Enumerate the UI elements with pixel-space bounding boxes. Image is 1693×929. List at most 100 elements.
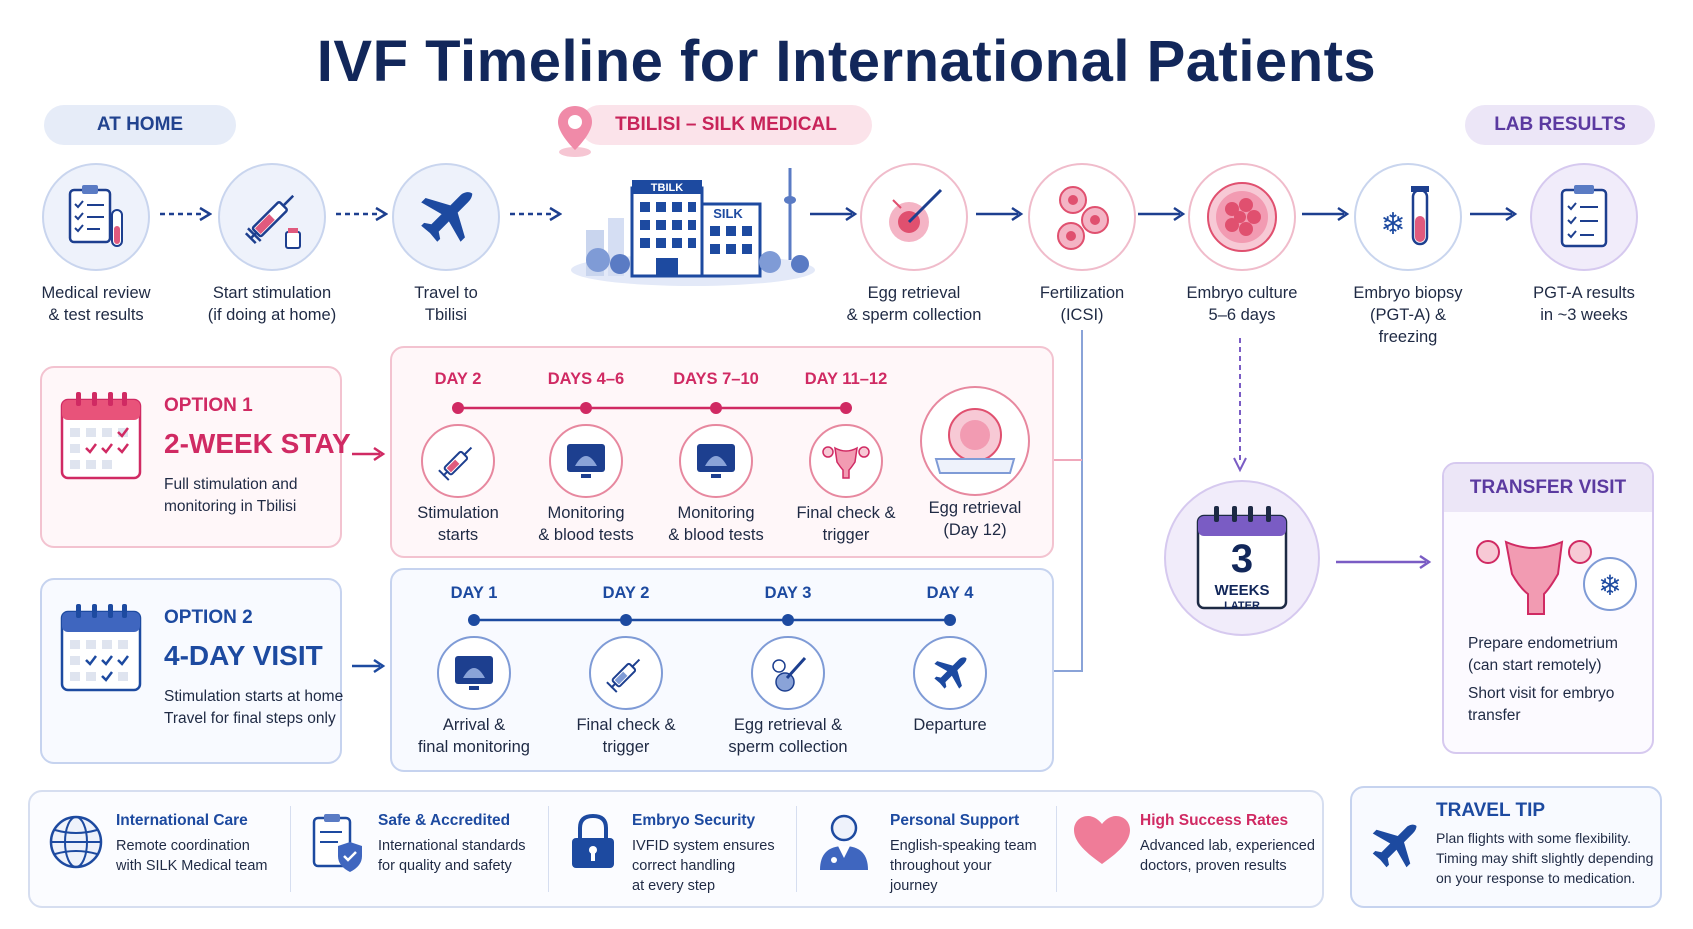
shield-check-icon bbox=[312, 814, 362, 872]
option1-day: DAY 11–12 bbox=[804, 370, 888, 388]
transfer-text: (can start remotely) bbox=[1468, 657, 1602, 674]
ultrasound-monitor-icon bbox=[437, 636, 511, 710]
arrow-icon bbox=[976, 206, 1024, 222]
option2-day: DAY 2 bbox=[602, 584, 650, 602]
option2-desc: Stimulation starts at home bbox=[164, 688, 344, 705]
step-label: Tbilisi bbox=[424, 306, 468, 324]
calendar-icon bbox=[60, 392, 142, 480]
tip-text: Timing may shift slightly depending bbox=[1436, 850, 1654, 866]
wait-number: 3 bbox=[1230, 537, 1254, 581]
step-label: Medical review bbox=[41, 284, 151, 302]
option1-step-label: & blood tests bbox=[538, 526, 634, 544]
ultrasound-monitor-icon bbox=[679, 424, 753, 498]
option1-label: OPTION 1 bbox=[164, 395, 253, 416]
phase-at-home: AT HOME bbox=[44, 105, 236, 145]
option1-timeline-line bbox=[452, 402, 852, 414]
step-label: Travel to bbox=[414, 284, 478, 302]
feature-title: High Success Rates bbox=[1140, 812, 1289, 829]
uterus-icon: ❄ bbox=[1476, 540, 1637, 615]
arrow-down-dashed-icon bbox=[1233, 338, 1247, 473]
feature-title: Embryo Security bbox=[632, 812, 756, 829]
wait-sub: LATER bbox=[1224, 600, 1260, 612]
step-label: (ICSI) bbox=[1060, 306, 1104, 324]
feature-title: International Care bbox=[116, 812, 248, 829]
feature-desc: at every step bbox=[632, 878, 716, 894]
arrow-dashed-icon bbox=[160, 206, 212, 222]
egg-retrieval-icon bbox=[751, 636, 825, 710]
arrow-icon bbox=[810, 206, 858, 222]
option1-day: DAYS 7–10 bbox=[673, 370, 759, 388]
option2-step-label: Final check & bbox=[576, 716, 676, 734]
ultrasound-monitor-icon bbox=[549, 424, 623, 498]
tip-text: on your response to medication. bbox=[1436, 870, 1636, 886]
syringe-icon bbox=[421, 424, 495, 498]
option2-step-label: sperm collection bbox=[728, 738, 848, 756]
transfer-text: Prepare endometrium bbox=[1468, 635, 1618, 652]
doctor-icon bbox=[820, 814, 868, 870]
step-label: Embryo culture bbox=[1186, 284, 1298, 302]
freezing-icon: ❄ bbox=[1354, 163, 1462, 271]
option2-step-label: Departure bbox=[913, 716, 987, 734]
option2-timeline-line bbox=[468, 614, 956, 626]
feature-desc: Remote coordination bbox=[116, 838, 250, 854]
option2-step-label: Egg retrieval & bbox=[733, 716, 843, 734]
results-clipboard-icon bbox=[1530, 163, 1638, 271]
phase-lab-results: LAB RESULTS bbox=[1465, 105, 1655, 145]
bracket-connector bbox=[1050, 330, 1083, 672]
option1-step-label: Monitoring bbox=[677, 504, 755, 522]
calendar-icon bbox=[1196, 506, 1288, 610]
lock-icon bbox=[572, 813, 614, 868]
location-pin-icon bbox=[558, 106, 592, 157]
feature-desc: correct handling bbox=[632, 858, 736, 874]
option1-step-label: Stimulation bbox=[417, 504, 499, 522]
svg-text:❄: ❄ bbox=[1598, 569, 1621, 602]
option1-desc: monitoring in Tbilisi bbox=[164, 498, 297, 515]
step-label: Fertilization bbox=[1039, 284, 1125, 302]
feature-desc: Advanced lab, experienced bbox=[1140, 838, 1315, 854]
option2-day: DAY 4 bbox=[926, 584, 974, 602]
uterus-icon bbox=[809, 424, 883, 498]
step-label: Start stimulation bbox=[212, 284, 332, 302]
option1-step-label: & blood tests bbox=[668, 526, 764, 544]
arrow-icon bbox=[352, 658, 386, 674]
option2-step-label: trigger bbox=[602, 738, 650, 756]
arrow-icon bbox=[1138, 206, 1186, 222]
divider bbox=[548, 806, 549, 892]
feature-desc: for quality and safety bbox=[378, 858, 512, 874]
embryo-icon bbox=[1188, 163, 1296, 271]
option2-desc: Travel for final steps only bbox=[164, 710, 336, 727]
wait-unit: WEEKS bbox=[1214, 582, 1270, 599]
feature-desc: doctors, proven results bbox=[1140, 858, 1287, 874]
step-label: Egg retrieval bbox=[867, 284, 961, 302]
option1-day: DAYS 4–6 bbox=[547, 370, 625, 388]
divider bbox=[1056, 806, 1057, 892]
feature-desc: IVFID system ensures bbox=[632, 838, 775, 854]
feature-title: Personal Support bbox=[890, 812, 1020, 829]
step-label: & sperm collection bbox=[846, 306, 982, 324]
page-title: IVF Timeline for International Patients bbox=[316, 29, 1377, 94]
arrow-dashed-icon bbox=[336, 206, 388, 222]
feature-desc: International standards bbox=[378, 838, 526, 854]
clinic-sign: TBILK bbox=[651, 182, 683, 194]
step-label: PGT-A results bbox=[1533, 284, 1635, 302]
phase-tbilisi: TBILISI – SILK MEDICAL bbox=[580, 105, 872, 145]
clinic-building-icon: TBILK SILK bbox=[571, 168, 815, 286]
feature-title: Safe & Accredited bbox=[378, 812, 511, 829]
step-label: & test results bbox=[48, 306, 144, 324]
transfer-title: TRANSFER VISIT bbox=[1469, 477, 1627, 498]
option1-step-label: (Day 12) bbox=[943, 521, 1007, 539]
arrow-icon bbox=[1470, 206, 1518, 222]
option2-day: DAY 3 bbox=[764, 584, 812, 602]
option1-step-label: trigger bbox=[822, 526, 870, 544]
option1-step-label: Egg retrieval bbox=[928, 499, 1022, 517]
option1-step-label: Monitoring bbox=[547, 504, 625, 522]
airplane-icon bbox=[392, 163, 500, 271]
calendar-icon bbox=[60, 604, 142, 692]
step-label: (PGT-A) & bbox=[1369, 306, 1447, 324]
cells-icon bbox=[1028, 163, 1136, 271]
svg-text:❄: ❄ bbox=[1380, 207, 1405, 242]
option1-step-label: starts bbox=[437, 526, 479, 544]
option1-title: 2-WEEK STAY bbox=[164, 428, 351, 459]
option1-desc: Full stimulation and bbox=[164, 476, 298, 493]
step-label: freezing bbox=[1378, 328, 1438, 346]
